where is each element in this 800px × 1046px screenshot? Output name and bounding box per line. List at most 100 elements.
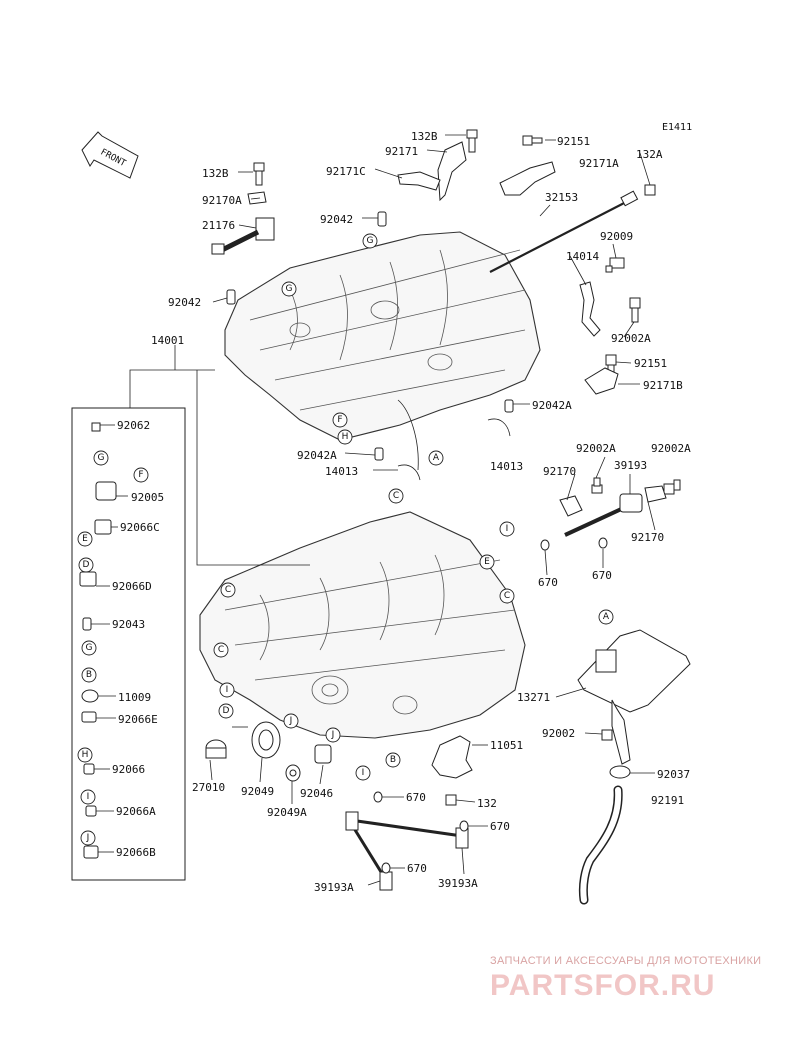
leader-lines [91,134,656,886]
callout-J: J [325,727,341,743]
part-label: 14013 [490,460,523,473]
part-label: 670 [592,569,612,582]
part-label: 92170A [202,194,242,207]
callout-E: E [77,531,93,547]
part-label: 92066A [116,805,156,818]
bolt-92151-top [522,135,543,146]
pipe-39193 [564,493,643,537]
svg-text:I: I [506,524,509,534]
oring-670-d [459,820,469,832]
part-label: 92062 [117,419,150,432]
svg-text:H: H [342,432,349,442]
part-label: 92170 [631,531,664,544]
callout-B: B [81,667,97,683]
bushing-92046 [314,744,332,764]
washer-92049A [285,764,301,782]
svg-text:D: D [223,706,230,716]
svg-text:D: D [83,560,90,570]
part-label: 92043 [112,618,145,631]
part-label: 32153 [545,191,578,204]
part-label: 132B [411,130,438,143]
part-label: 132B [202,167,229,180]
callout-A: A [428,450,444,466]
svg-text:G: G [367,236,374,246]
bolt-132-lower [445,794,457,806]
callout-I: I [355,765,371,781]
callout-F: F [332,412,348,428]
part-label: 92151 [634,357,667,370]
watermark-logo-text: PARTSFOR.RU [490,969,715,1002]
clamp-92171B [584,367,619,395]
part-label: 92046 [300,787,333,800]
part-label: 132 [477,797,497,810]
svg-text:A: A [433,453,440,463]
part-label: 92171 [385,145,418,158]
letter-callouts: G G G F H A A C C C C I I I E D J J B G … [77,233,614,846]
part-label: 670 [490,820,510,833]
svg-text:B: B [390,755,396,765]
clamp-92171A [499,161,556,196]
watermark-tagline: ЗАПЧАСТИ И АКСЕССУАРЫ ДЛЯ МОТОТЕХНИКИ [490,955,761,967]
part-label: 14014 [566,250,599,263]
sensor-21176 [211,217,275,255]
callout-D: D [78,557,94,573]
callout-F: F [133,467,149,483]
svg-text:C: C [393,491,399,501]
clamp-92170-right [644,485,667,503]
pipes-39193A [345,811,469,891]
part-label: 27010 [192,781,225,794]
dowel-92042A-right [504,399,514,413]
oring-670-e [381,862,391,874]
callout-B: B [385,752,401,768]
lower-crankcase [199,511,526,739]
part-label: 92170 [543,465,576,478]
dowel-92042-top [377,211,387,227]
hose-92191 [578,785,623,905]
bearing-shell-center [397,399,419,471]
callout-G: G [284,274,291,284]
part-label: 670 [406,791,426,804]
svg-text:I: I [226,685,229,695]
bolt-92002 [601,729,613,741]
bolt-92002A-right [629,297,641,323]
part-label: 39193A [438,877,478,890]
callout-G: G [281,281,297,297]
part-label: 11051 [490,739,523,752]
svg-text:J: J [86,833,90,843]
rod-32153 [489,190,639,273]
part-label: 92009 [600,230,633,243]
bolt-92002A-c [663,479,681,495]
part-labels: 132B 92171 92151 92171A 132A 132B 92171C… [112,130,691,894]
bolt-92002A-b [591,477,603,494]
part-label: 92042A [297,449,337,462]
part-label: 92042A [532,399,572,412]
part-label: 92066E [118,713,158,726]
callout-G: G [93,450,109,466]
svg-text:G: G [86,643,93,653]
dowel-92042-left [226,289,236,305]
callout-G: G [81,640,97,656]
bracket-92171C [397,171,441,191]
part-label: 92171B [643,379,683,392]
callout-E: E [479,554,495,570]
svg-text:E: E [484,557,490,567]
part-label: 92171A [579,157,619,170]
part-label: 92066D [112,580,152,593]
svg-text:C: C [225,585,231,595]
svg-text:I: I [87,792,90,802]
part-label: 39193 [614,459,647,472]
part-label: 92005 [131,491,164,504]
svg-text:B: B [86,670,92,680]
svg-text:F: F [138,470,143,480]
part-label: 14001 [151,334,184,347]
seal-92049 [251,721,281,759]
part-label: 92049 [241,785,274,798]
svg-text:A: A [603,612,610,622]
part-label: 132A [636,148,663,161]
guide-14014 [579,281,601,337]
callout-C: C [220,582,236,598]
front-arrow-icon: FRONT [81,131,139,179]
callout-C: C [388,488,404,504]
svg-text:I: I [362,768,365,778]
